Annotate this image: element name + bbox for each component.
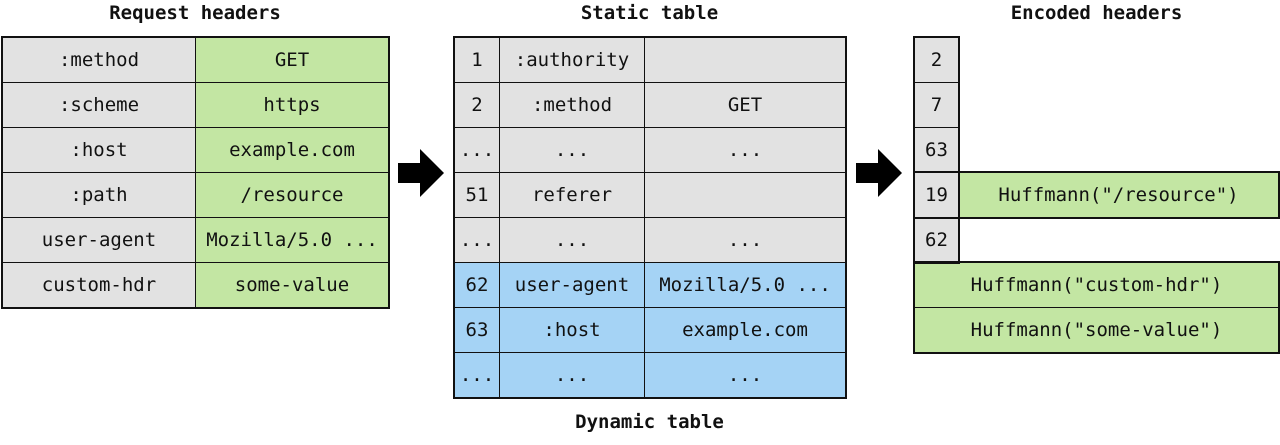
request-headers-title: Request headers (109, 2, 281, 24)
static-table-value: ... (644, 127, 846, 173)
static-table-index: 51 (454, 172, 500, 218)
request-header-value: Mozilla/5.0 ... (195, 217, 389, 263)
encoded-headers-title: Encoded headers (1010, 2, 1183, 24)
encoded-index: 63 (914, 127, 959, 173)
static-table-name: ... (499, 127, 645, 173)
request-header-name: :path (2, 172, 196, 218)
dynamic-table-value: example.com (644, 307, 846, 353)
dynamic-table-name: ... (499, 352, 645, 398)
request-header-name: custom-hdr (2, 262, 196, 308)
static-table-index: ... (454, 217, 500, 263)
request-header-value: example.com (195, 127, 389, 173)
dynamic-table-name: user-agent (499, 262, 645, 308)
encoded-index: 2 (914, 37, 959, 83)
static-table-name: :authority (499, 37, 645, 83)
dynamic-table-title: Dynamic table (575, 411, 724, 433)
request-header-name: :host (2, 127, 196, 173)
dynamic-table-name: :host (499, 307, 645, 353)
dynamic-table-value: Mozilla/5.0 ... (644, 262, 846, 308)
encoded-index: 19 (914, 172, 959, 218)
static-table-value (644, 37, 846, 83)
request-header-value: GET (195, 37, 389, 83)
dynamic-table-index: ... (454, 352, 500, 398)
static-table-value: GET (644, 82, 846, 128)
encoded-literal: Huffmann("custom-hdr") (914, 262, 1279, 308)
static-table-name: ... (499, 217, 645, 263)
request-header-name: user-agent (2, 217, 196, 263)
static-table-value: ... (644, 217, 846, 263)
static-table-index: 2 (454, 82, 500, 128)
request-header-name: :method (2, 37, 196, 83)
static-table-title: Static table (580, 2, 719, 24)
request-header-name: :scheme (2, 82, 196, 128)
dynamic-table-index: 63 (454, 307, 500, 353)
static-table-name: referer (499, 172, 645, 218)
encoded-literal: Huffmann("some-value") (914, 307, 1279, 353)
encoded-index: 62 (914, 217, 959, 263)
static-table-value (644, 172, 846, 218)
request-header-value: /resource (195, 172, 389, 218)
dynamic-table-index: 62 (454, 262, 500, 308)
encoded-literal: Huffmann("/resource") (958, 172, 1279, 218)
static-table-name: :method (499, 82, 645, 128)
static-table-index: ... (454, 127, 500, 173)
arrow-right-icon (398, 149, 444, 197)
request-header-value: https (195, 82, 389, 128)
request-header-value: some-value (195, 262, 389, 308)
encoded-index: 7 (914, 82, 959, 128)
arrow-right-icon (856, 149, 902, 197)
static-table-index: 1 (454, 37, 500, 83)
dynamic-table-value: ... (644, 352, 846, 398)
